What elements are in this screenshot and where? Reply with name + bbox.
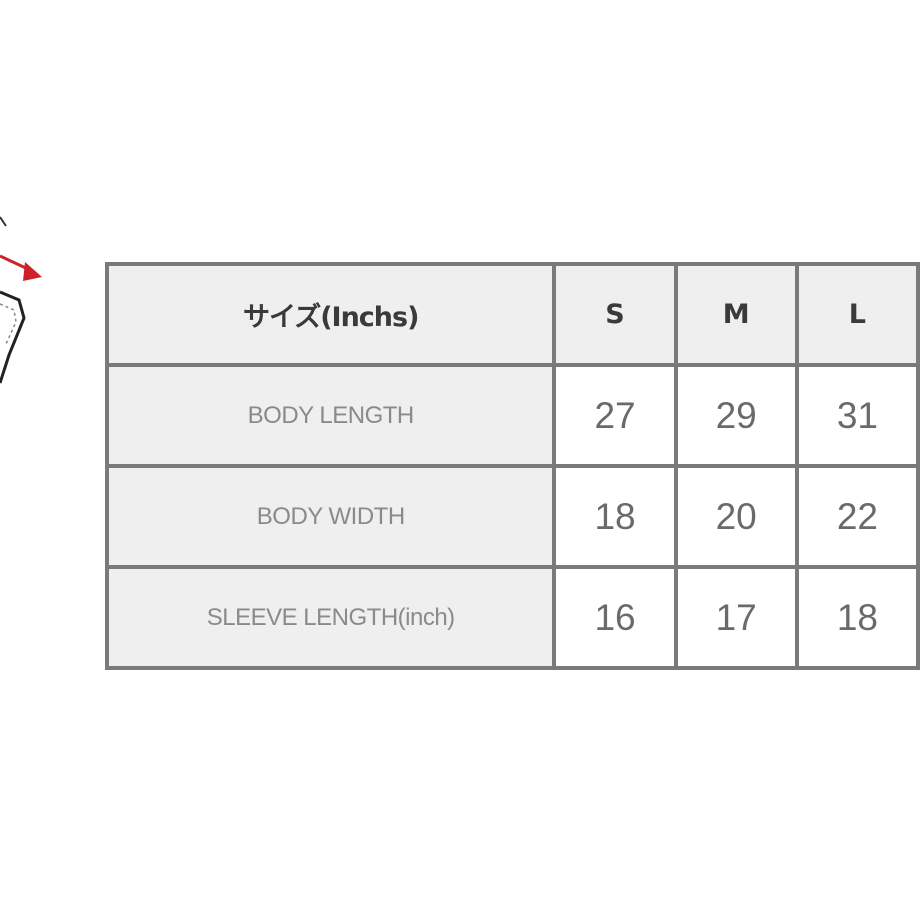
table-row: SLEEVE LENGTH(inch) 16 17 18 (104, 565, 920, 670)
row-label: BODY LENGTH (104, 363, 557, 468)
table-row: BODY WIDTH 18 20 22 (104, 464, 920, 569)
red-arrow-icon (0, 254, 42, 281)
size-header-s: S (552, 262, 678, 367)
table-cell: 18 (794, 565, 920, 670)
size-header-m: M (673, 262, 799, 367)
table-cell: 31 (794, 363, 920, 468)
table-cell: 16 (552, 565, 678, 670)
table-cell: 20 (673, 464, 799, 569)
table-cell: 17 (673, 565, 799, 670)
table-cell: 27 (552, 363, 678, 468)
table-header-row: サイズ(Inchs) S M L (104, 262, 920, 367)
size-chart-table: サイズ(Inchs) S M L BODY LENGTH 27 29 31 BO… (104, 262, 920, 670)
row-label: SLEEVE LENGTH(inch) (104, 565, 557, 670)
table-cell: 29 (673, 363, 799, 468)
table-cell: 22 (794, 464, 920, 569)
table-cell: 18 (552, 464, 678, 569)
shirt-diagram-icon (0, 216, 42, 384)
size-header-l: L (794, 262, 920, 367)
table-row: BODY LENGTH 27 29 31 (104, 363, 920, 468)
row-label: BODY WIDTH (104, 464, 557, 569)
size-header-label: サイズ(Inchs) (104, 262, 557, 367)
